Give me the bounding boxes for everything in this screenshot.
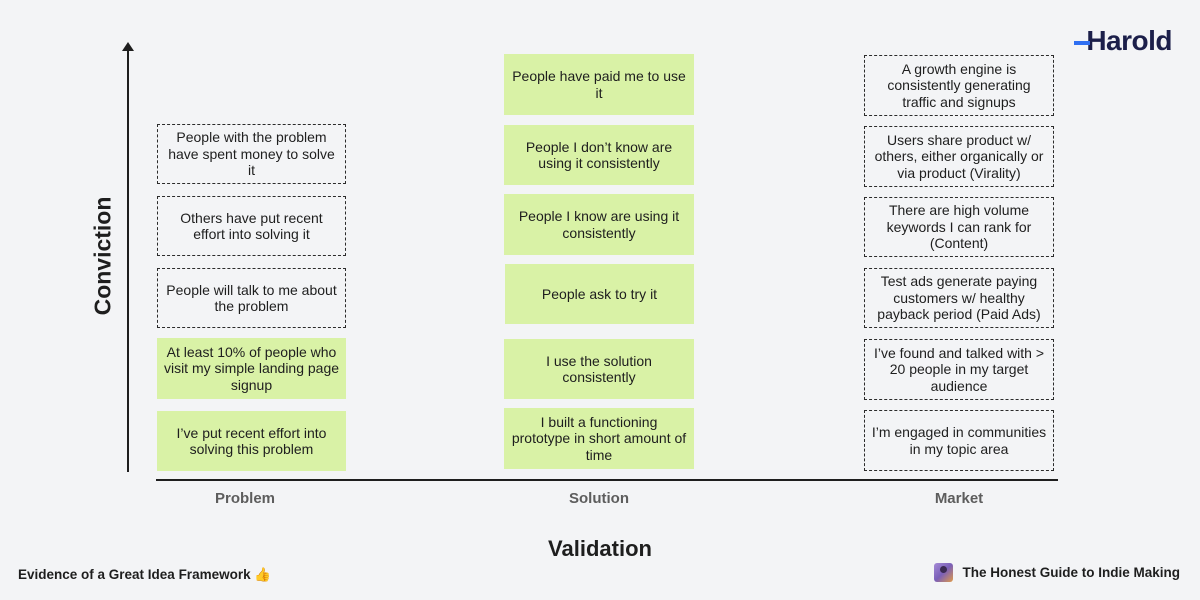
market-card: I’m engaged in communities in my topic a…	[864, 410, 1054, 471]
x-axis-title: Validation	[548, 536, 652, 561]
solution-card: People ask to try it	[505, 264, 694, 324]
problem-card: At least 10% of people who visit my simp…	[157, 338, 346, 399]
problem-card: People will talk to me about the problem	[157, 268, 346, 328]
market-card: Users share product w/ others, either or…	[864, 126, 1054, 187]
column-label-solution: Solution	[569, 490, 629, 507]
problem-card: People with the problem have spent money…	[157, 124, 346, 184]
guide-credit[interactable]: The Honest Guide to Indie Making	[934, 563, 1180, 582]
framework-caption: Evidence of a Great Idea Framework 👍	[18, 567, 272, 582]
solution-card: I use the solution consistently	[504, 339, 694, 399]
solution-card: People have paid me to use it	[504, 54, 694, 115]
y-axis-arrow-icon	[122, 42, 134, 51]
problem-card: I’ve put recent effort into solving this…	[157, 411, 346, 471]
solution-card: People I know are using it consistently	[504, 194, 694, 255]
problem-card: Others have put recent effort into solvi…	[157, 196, 346, 256]
market-card: I’ve found and talked with > 20 people i…	[864, 339, 1054, 400]
logo-accent-bar	[1074, 41, 1090, 45]
solution-card: I built a functioning prototype in short…	[504, 408, 694, 469]
market-card: There are high volume keywords I can ran…	[864, 197, 1054, 257]
column-label-problem: Problem	[214, 490, 275, 507]
guide-title: The Honest Guide to Indie Making	[962, 565, 1180, 580]
solution-card: People I don’t know are using it consist…	[504, 125, 694, 185]
column-label-market: Market	[934, 490, 984, 507]
y-axis-line	[127, 48, 129, 472]
x-axis-line	[156, 479, 1058, 481]
market-card: Test ads generate paying customers w/ he…	[864, 268, 1054, 328]
y-axis-title: Conviction	[89, 196, 116, 316]
harold-logo: Harold	[1086, 25, 1172, 56]
book-cover-icon	[934, 563, 954, 582]
market-card: A growth engine is consistently generati…	[864, 55, 1054, 116]
